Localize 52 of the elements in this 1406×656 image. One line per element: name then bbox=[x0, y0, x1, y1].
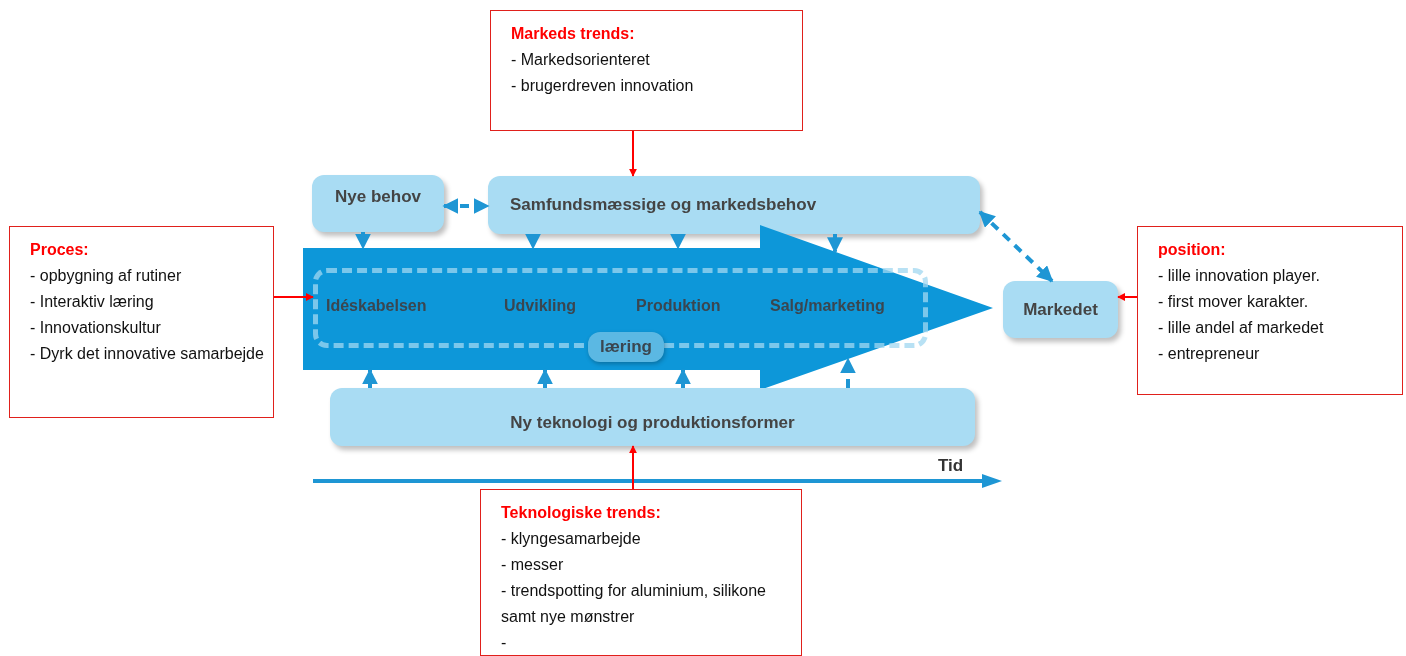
bullet-item: - trendspotting for aluminium, silikone samt nye mønstrer bbox=[501, 581, 767, 627]
box-label: Ny teknologi og produktionsformer bbox=[510, 413, 795, 433]
bullet-item: - messer bbox=[501, 555, 565, 575]
callout-heading: Teknologiske trends: bbox=[501, 503, 662, 523]
callout-box bbox=[1137, 226, 1403, 395]
arrow bbox=[629, 445, 637, 490]
bullet-item: - opbygning af rutiner bbox=[30, 266, 183, 286]
arrow bbox=[1117, 293, 1138, 301]
stage-label: Udvikling bbox=[504, 297, 576, 315]
callout-box bbox=[480, 489, 802, 656]
callout-heading: Proces: bbox=[30, 240, 90, 260]
arrow-shape bbox=[303, 225, 993, 390]
stage-label: Idéskabelsen bbox=[326, 297, 427, 315]
bullet-item: - lille innovation player. bbox=[1158, 266, 1321, 286]
callout-heading: position: bbox=[1158, 240, 1227, 260]
bullet-item: - Dyrk det innovative samarbejde bbox=[30, 344, 265, 364]
arrow bbox=[273, 293, 314, 301]
arrow bbox=[629, 130, 637, 177]
bullet-item: - klyngesamarbejde bbox=[501, 529, 642, 549]
bullet-item: - Markedsorienteret bbox=[511, 50, 651, 70]
bullet-item: - Innovationskultur bbox=[30, 318, 162, 338]
bullet-item: - entrepreneur bbox=[1158, 344, 1261, 364]
process-box bbox=[1003, 281, 1118, 338]
dashed-arrow bbox=[355, 232, 371, 250]
dashed-arrow bbox=[442, 198, 490, 214]
dashed-arrow bbox=[525, 233, 541, 250]
bullet-item: - Interaktiv læring bbox=[30, 292, 155, 312]
stage-label: Salg/marketing bbox=[770, 297, 885, 315]
callout-heading: Markeds trends: bbox=[511, 24, 636, 44]
dashed-arrow bbox=[670, 233, 686, 250]
axis-label: Tid bbox=[938, 456, 964, 476]
dashed-arrow bbox=[537, 368, 553, 388]
bullet-item: - brugerdreven innovation bbox=[511, 76, 695, 96]
box-label: Nye behov bbox=[335, 187, 421, 207]
dashed-arrow bbox=[362, 368, 378, 388]
box-label: Samfundsmæssige og markedsbehov bbox=[510, 195, 817, 215]
dashed-arrow bbox=[827, 234, 843, 254]
dashed-arrow bbox=[840, 357, 856, 388]
process-box bbox=[312, 175, 444, 232]
bullet-item: - first mover karakter. bbox=[1158, 292, 1310, 312]
callout-box bbox=[9, 226, 274, 418]
dashed-arrow bbox=[675, 368, 691, 388]
dashed-arrow bbox=[978, 210, 1054, 283]
stage-label: Produktion bbox=[636, 297, 721, 315]
process-box bbox=[488, 176, 980, 234]
box-label: Markedet bbox=[1023, 299, 1098, 320]
bullet-item: - lille andel af markedet bbox=[1158, 318, 1325, 338]
callout-box bbox=[490, 10, 803, 131]
bullet-item: - bbox=[501, 633, 508, 653]
box-label: læring bbox=[600, 337, 652, 356]
process-box bbox=[330, 388, 975, 446]
learning-pill bbox=[588, 332, 664, 362]
